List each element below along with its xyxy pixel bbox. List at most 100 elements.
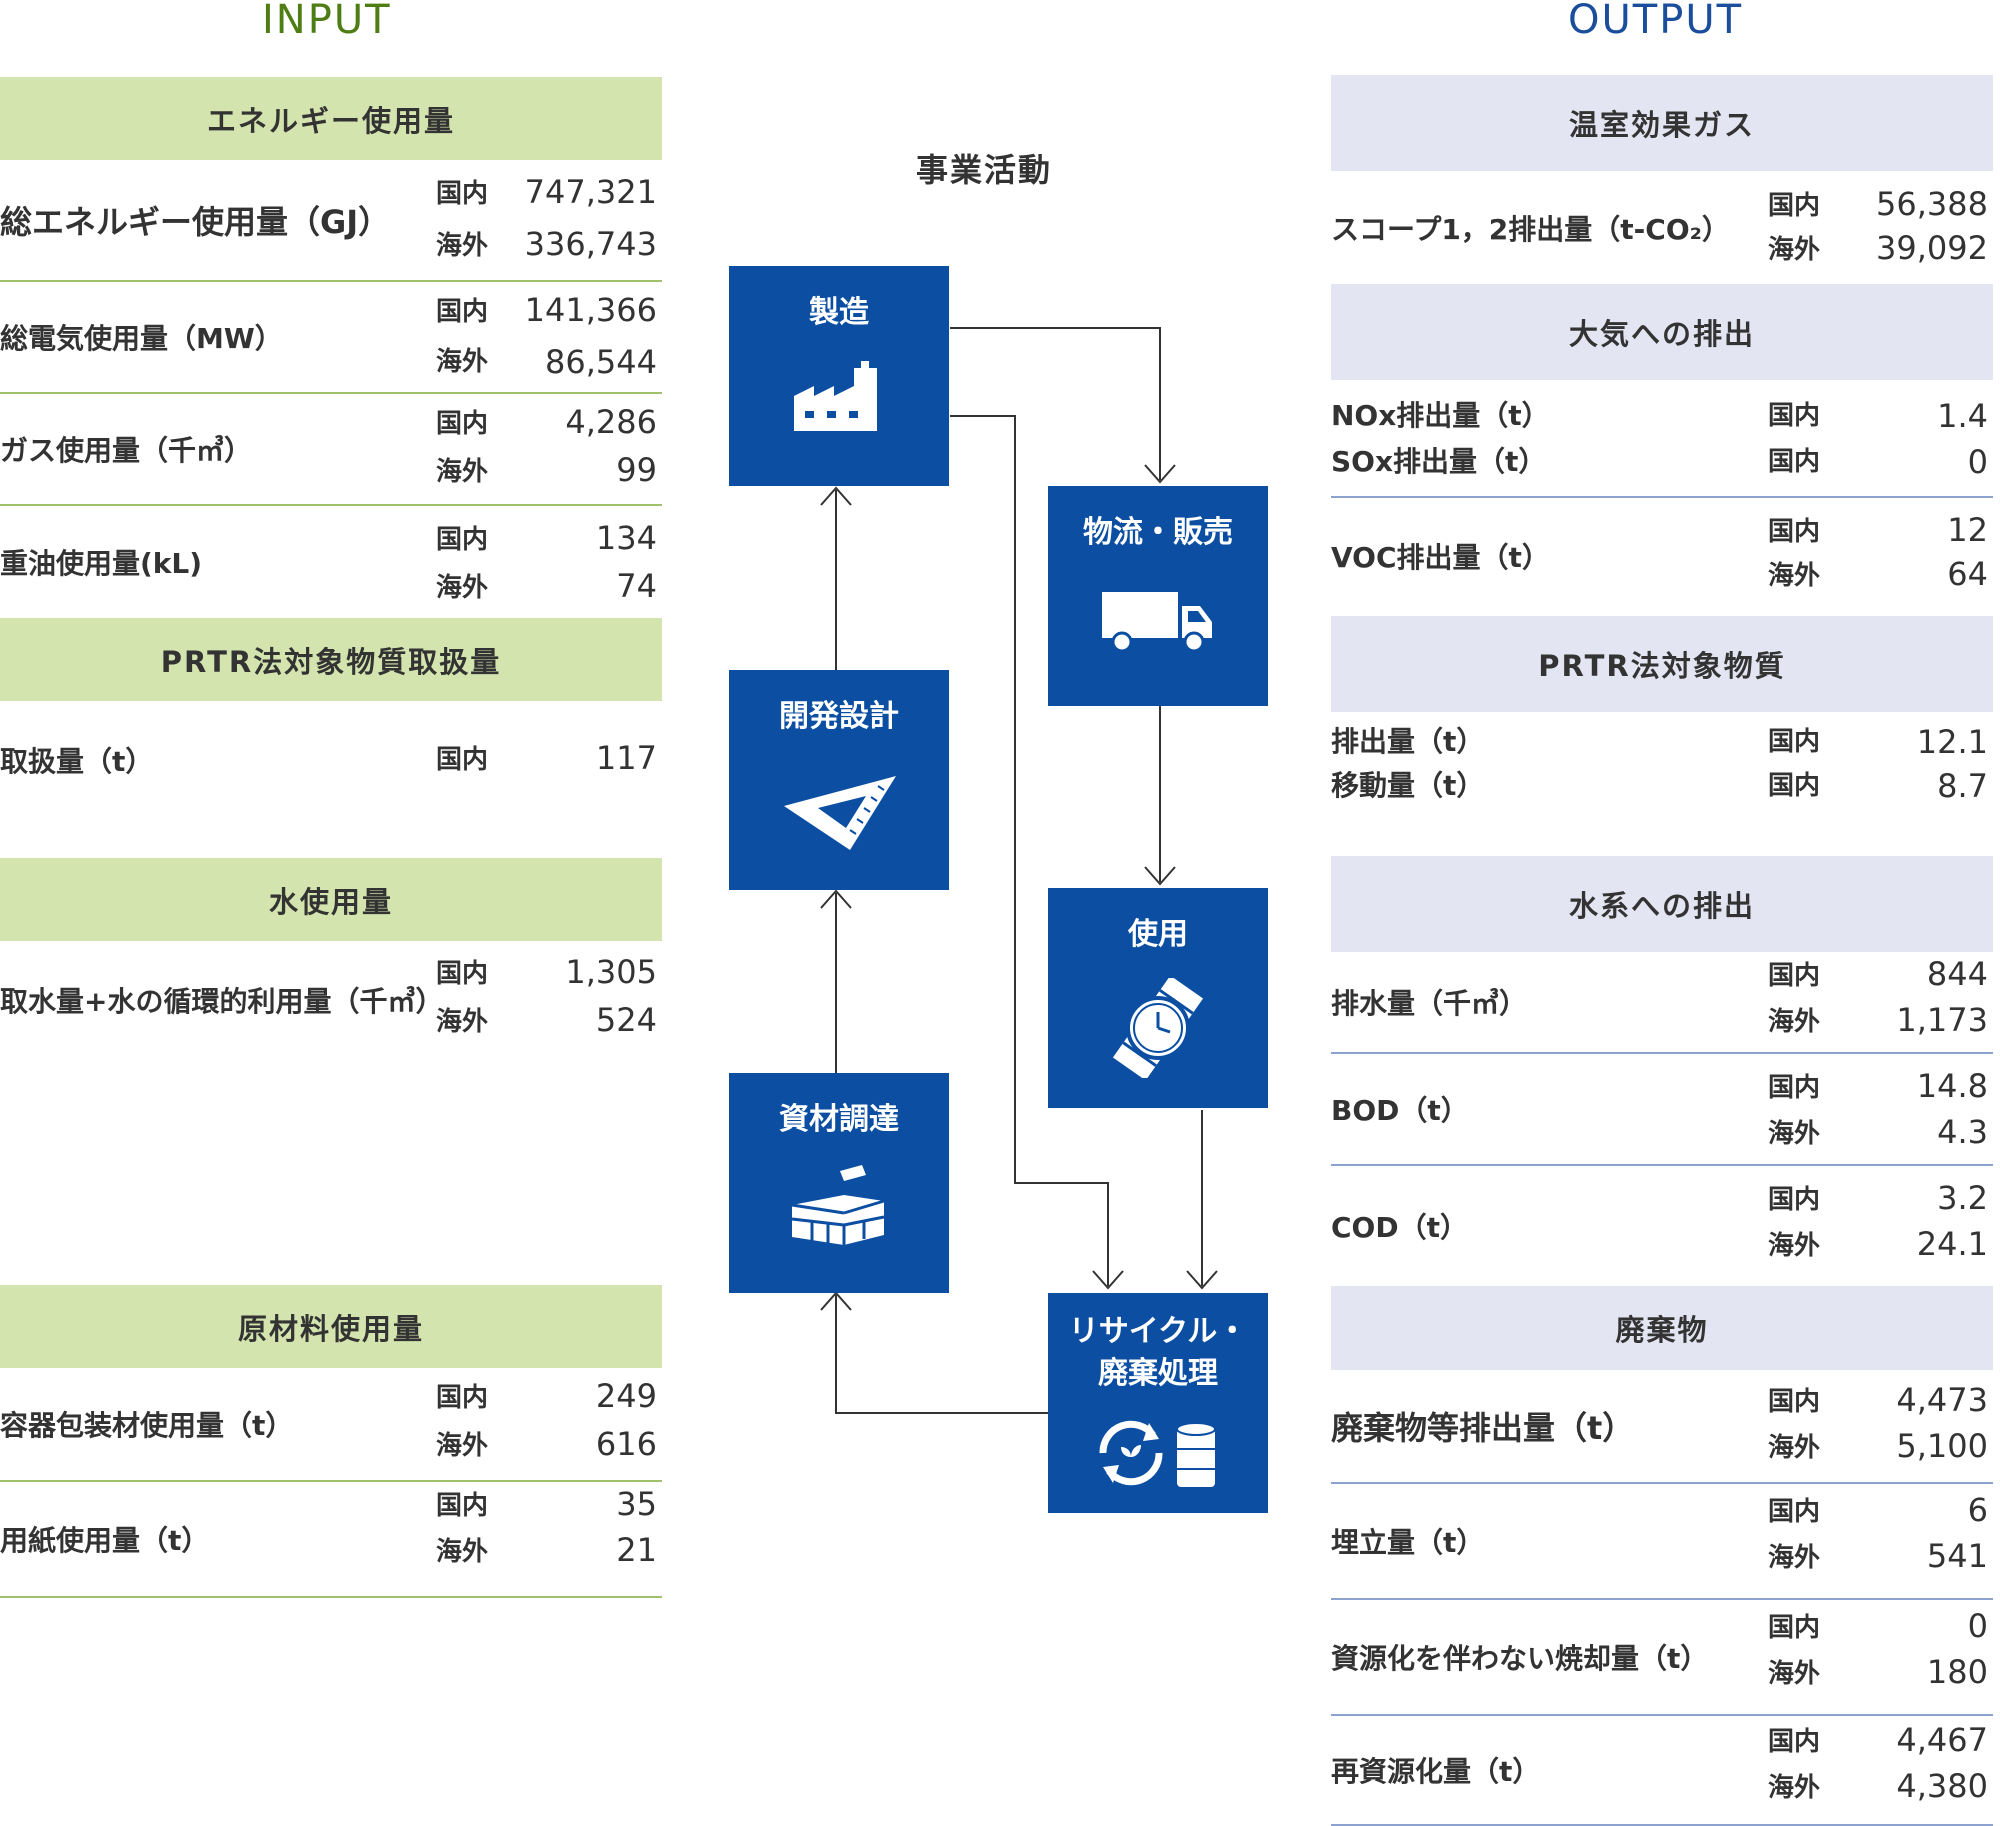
gas-row: ガス使用量（千㎥） 国内 4,286 海外 99: [0, 394, 662, 506]
overseas-label: 海外: [1768, 235, 1821, 265]
overseas-value: 4.3: [1937, 1113, 1988, 1151]
overseas-value: 4,380: [1896, 1767, 1988, 1805]
overseas-value: 524: [595, 1001, 657, 1039]
overseas-value: 24.1: [1916, 1225, 1988, 1263]
recycle-drum-icon: [1099, 1420, 1216, 1487]
paper-row: 用紙使用量（t） 国内 35 海外 21: [0, 1482, 662, 1598]
truck-icon: [1102, 592, 1212, 653]
row-label: BOD（t）: [1331, 1094, 1469, 1127]
incineration-row: 資源化を伴わない焼却量（t） 国内 0 海外 180: [1331, 1600, 1993, 1716]
sox-domestic-label: 国内: [1768, 447, 1821, 477]
nox-value: 1.4: [1937, 397, 1988, 435]
overseas-label: 海外: [1768, 1543, 1821, 1573]
procurement-box: 資材調達: [729, 1073, 949, 1293]
heavy-oil-row: 重油使用量(kL) 国内 134 海外 74: [0, 506, 662, 618]
overseas-label: 海外: [1768, 1007, 1821, 1037]
domestic-value: 4,467: [1896, 1721, 1988, 1759]
domestic-value: 12: [1947, 511, 1988, 549]
domestic-value: 6: [1967, 1491, 1988, 1529]
domestic-label: 国内: [1768, 191, 1821, 221]
prtr-output-band: PRTR法対象物質: [1331, 616, 1993, 712]
domestic-label: 国内: [436, 409, 489, 439]
design-box: 開発設計: [729, 670, 949, 890]
domestic-label: 国内: [436, 179, 489, 209]
overseas-value: 21: [616, 1531, 657, 1569]
manufacturing-label: 製造: [809, 295, 869, 330]
domestic-value: 56,388: [1876, 185, 1988, 223]
row-label: 容器包装材使用量（t）: [0, 1409, 294, 1442]
row-label: 埋立量（t）: [1331, 1526, 1485, 1559]
overseas-label: 海外: [436, 1537, 489, 1567]
cod-row: COD（t） 国内 3.2 海外 24.1: [1331, 1166, 1993, 1286]
water-intake-row: 取水量+水の循環的利用量（千㎥） 国内 1,305 海外 524: [0, 950, 662, 1050]
process-title: 事業活動: [916, 151, 1053, 189]
overseas-value: 64: [1947, 555, 1988, 593]
recycle-label-line1: リサイクル・: [1068, 1314, 1248, 1349]
emission-domestic-label: 国内: [1768, 727, 1821, 757]
overseas-value: 5,100: [1896, 1427, 1988, 1465]
output-header: OUTPUT: [1568, 0, 1744, 43]
overseas-value: 541: [1926, 1537, 1988, 1575]
transfer-value: 8.7: [1937, 767, 1988, 805]
domestic-label: 国内: [436, 525, 489, 555]
domestic-label: 国内: [436, 297, 489, 327]
nox-label: NOx排出量（t）: [1331, 399, 1550, 432]
overseas-value: 74: [616, 567, 657, 605]
domestic-value: 117: [595, 739, 657, 777]
arrow-manufacturing-to-logistics: [950, 327, 1161, 480]
domestic-value: 35: [616, 1485, 657, 1523]
drainage-row: 排水量（千㎥） 国内 844 海外 1,173: [1331, 952, 1993, 1054]
row-label: 総エネルギー使用量（GJ）: [0, 203, 391, 241]
arrow-recycle-to-procurement: [835, 1295, 1048, 1414]
water-input-band: 水使用量: [0, 858, 662, 941]
overseas-label: 海外: [1768, 1231, 1821, 1261]
emission-label: 排出量（t）: [1331, 725, 1485, 758]
domestic-value: 141,366: [524, 291, 657, 329]
water-output-band: 水系への排出: [1331, 856, 1993, 952]
domestic-label: 国内: [1768, 1387, 1821, 1417]
domestic-value: 747,321: [524, 173, 657, 211]
overseas-value: 99: [616, 451, 657, 489]
domestic-label: 国内: [1768, 1727, 1821, 1757]
row-label: 重油使用量(kL): [0, 547, 203, 580]
overseas-label: 海外: [1768, 1433, 1821, 1463]
nox-sox-row: NOx排出量（t） 国内 1.4 SOx排出量（t） 国内 0: [1331, 392, 1993, 498]
domestic-label: 国内: [1768, 1185, 1821, 1215]
scope-row: スコープ1，2排出量（t-CO₂） 国内 56,388 海外 39,092: [1331, 178, 1993, 278]
overseas-label: 海外: [1768, 1659, 1821, 1689]
domestic-label: 国内: [1768, 1613, 1821, 1643]
domestic-label: 国内: [1768, 517, 1821, 547]
arrow-manufacturing-to-recycle: [950, 415, 1109, 1286]
recycle-label-line2: 廃棄処理: [1098, 1356, 1218, 1391]
domestic-label: 国内: [1768, 1073, 1821, 1103]
input-header: INPUT: [262, 0, 392, 43]
row-label: VOC排出量（t）: [1331, 541, 1550, 574]
emission-value: 12.1: [1916, 723, 1988, 761]
sox-label: SOx排出量（t）: [1331, 445, 1547, 478]
domestic-label: 国内: [436, 959, 489, 989]
design-label: 開発設計: [779, 699, 899, 734]
overseas-value: 86,544: [545, 343, 657, 381]
sox-value: 0: [1967, 443, 1988, 481]
domestic-label: 国内: [1768, 961, 1821, 991]
domestic-value: 0: [1967, 1607, 1988, 1645]
logistics-box: 物流・販売: [1048, 486, 1268, 706]
nox-domestic-label: 国内: [1768, 401, 1821, 431]
overseas-value: 1,173: [1896, 1001, 1988, 1039]
row-label: 排水量（千㎥）: [1331, 987, 1528, 1020]
prtr-input-band: PRTR法対象物質取扱量: [0, 618, 662, 701]
domestic-value: 134: [595, 519, 657, 557]
row-label: スコープ1，2排出量（t-CO₂）: [1331, 213, 1730, 246]
domestic-value: 14.8: [1916, 1067, 1988, 1105]
overseas-label: 海外: [436, 1431, 489, 1461]
overseas-label: 海外: [436, 231, 489, 261]
materials-band: 原材料使用量: [0, 1285, 662, 1368]
domestic-value: 4,286: [565, 403, 657, 441]
domestic-label: 国内: [436, 1383, 489, 1413]
transfer-domestic-label: 国内: [1768, 771, 1821, 801]
procurement-label: 資材調達: [779, 1102, 899, 1137]
bod-row: BOD（t） 国内 14.8 海外 4.3: [1331, 1054, 1993, 1166]
triangle-ruler-icon: [784, 776, 896, 850]
overseas-label: 海外: [1768, 561, 1821, 591]
